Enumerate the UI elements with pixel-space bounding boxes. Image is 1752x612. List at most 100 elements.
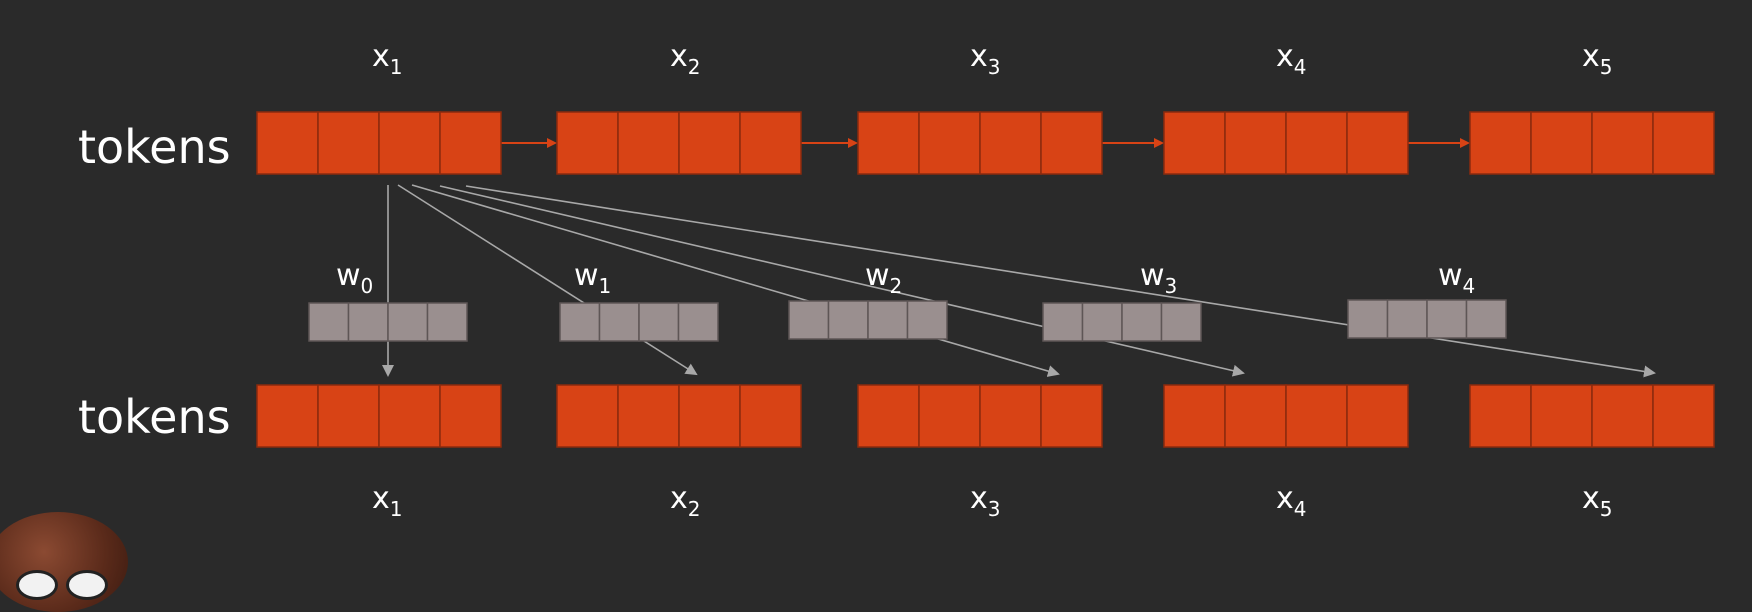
weight-vector-cell bbox=[1160, 302, 1202, 342]
bottom-label-x4: x4 bbox=[1276, 481, 1307, 521]
bottom-label-x4-subscript: 4 bbox=[1294, 497, 1307, 521]
weight-vector-cell bbox=[426, 302, 468, 342]
top-label-x3-subscript: 3 bbox=[988, 55, 1001, 79]
bottom-label-x5-subscript: 5 bbox=[1600, 497, 1613, 521]
bottom-label-x5-base: x bbox=[1582, 481, 1600, 516]
top-row-label: tokens bbox=[78, 120, 231, 174]
weight-vector-cell bbox=[1465, 299, 1507, 339]
bottom-token-vector-cell bbox=[1469, 384, 1532, 448]
top-token-vector-cell bbox=[1224, 111, 1287, 175]
bottom-token-vector-cell bbox=[1591, 384, 1654, 448]
weight-label-w3-subscript: 3 bbox=[1165, 274, 1178, 298]
weight-vector-cell bbox=[598, 302, 640, 342]
weight-arrow bbox=[465, 185, 1656, 378]
top-token-vector-cell bbox=[1040, 111, 1103, 175]
weight-arrow bbox=[411, 184, 1060, 377]
bottom-token-vector-cell bbox=[1652, 384, 1715, 448]
bottom-token-vector-cell bbox=[378, 384, 441, 448]
top-label-x4-subscript: 4 bbox=[1294, 55, 1307, 79]
bottom-token-vector-cell bbox=[556, 384, 619, 448]
top-label-x3-base: x bbox=[970, 39, 988, 74]
top-token-vector-cell bbox=[1163, 111, 1226, 175]
weight-arrow bbox=[439, 185, 1245, 377]
top-label-x2-subscript: 2 bbox=[688, 55, 701, 79]
bottom-token-vector-cell bbox=[1346, 384, 1409, 448]
weight-vector-cell bbox=[347, 302, 389, 342]
top-label-x1-base: x bbox=[372, 39, 390, 74]
weight-vector-cell bbox=[1121, 302, 1163, 342]
weight-arrow bbox=[397, 184, 698, 376]
bottom-label-x3: x3 bbox=[970, 481, 1001, 521]
top-token-vector-cell bbox=[1346, 111, 1409, 175]
top-token-vector-cell bbox=[256, 111, 319, 175]
bottom-label-x5: x5 bbox=[1582, 481, 1613, 521]
top-token-vector-cell bbox=[918, 111, 981, 175]
top-token-vector-cell bbox=[1652, 111, 1715, 175]
weight-label-w4-subscript: 4 bbox=[1463, 274, 1476, 298]
weight-label-w0: w0 bbox=[336, 258, 373, 298]
bottom-label-x1: x1 bbox=[372, 481, 403, 521]
weight-vector-cell bbox=[906, 300, 948, 340]
weight-label-w3: w3 bbox=[1140, 258, 1177, 298]
bottom-token-vector bbox=[1469, 384, 1715, 448]
weight-vector-cell bbox=[1347, 299, 1389, 339]
bottom-label-x1-subscript: 1 bbox=[390, 497, 403, 521]
top-token-vector-cell bbox=[617, 111, 680, 175]
weight-label-w4-base: w bbox=[1438, 258, 1463, 293]
top-token-vector bbox=[857, 111, 1103, 175]
weight-label-w4: w4 bbox=[1438, 258, 1475, 298]
bottom-token-vector-cell bbox=[1224, 384, 1287, 448]
weight-vector bbox=[1347, 299, 1507, 339]
weight-vector-cell bbox=[788, 300, 830, 340]
bottom-token-vector-cell bbox=[678, 384, 741, 448]
top-label-x5: x5 bbox=[1582, 39, 1613, 79]
weight-vector bbox=[1042, 302, 1202, 342]
top-token-vector-cell bbox=[979, 111, 1042, 175]
bottom-token-vector-cell bbox=[317, 384, 380, 448]
bottom-token-vector-cell bbox=[256, 384, 319, 448]
bottom-label-x4-base: x bbox=[1276, 481, 1294, 516]
top-token-vector-cell bbox=[317, 111, 380, 175]
weight-vector-cell bbox=[638, 302, 680, 342]
top-label-x1-subscript: 1 bbox=[390, 55, 403, 79]
weight-vector-cell bbox=[1081, 302, 1123, 342]
bottom-token-vector-cell bbox=[1530, 384, 1593, 448]
avatar bbox=[0, 512, 128, 612]
top-label-x5-subscript: 5 bbox=[1600, 55, 1613, 79]
bottom-token-vector-cell bbox=[439, 384, 502, 448]
weight-label-w2: w2 bbox=[865, 258, 902, 298]
weight-vector-cell bbox=[677, 302, 719, 342]
weight-label-w1-subscript: 1 bbox=[599, 274, 612, 298]
bottom-token-vector-cell bbox=[857, 384, 920, 448]
bottom-label-x1-base: x bbox=[372, 481, 390, 516]
weight-vector-cell bbox=[1426, 299, 1468, 339]
bottom-token-vector-cell bbox=[1285, 384, 1348, 448]
weight-vector-cell bbox=[867, 300, 909, 340]
weight-vector bbox=[788, 300, 948, 340]
top-token-vector-cell bbox=[1469, 111, 1532, 175]
top-token-vector bbox=[1469, 111, 1715, 175]
weight-label-w1: w1 bbox=[574, 258, 611, 298]
top-token-vector-cell bbox=[439, 111, 502, 175]
weight-label-w0-subscript: 0 bbox=[361, 274, 374, 298]
bottom-label-x3-subscript: 3 bbox=[988, 497, 1001, 521]
weight-label-w0-base: w bbox=[336, 258, 361, 293]
bottom-token-vector bbox=[256, 384, 502, 448]
bottom-token-vector-cell bbox=[1040, 384, 1103, 448]
top-token-vector-cell bbox=[857, 111, 920, 175]
bottom-row-label: tokens bbox=[78, 390, 231, 444]
weight-vector-cell bbox=[827, 300, 869, 340]
top-label-x1: x1 bbox=[372, 39, 403, 79]
top-token-vector-cell bbox=[678, 111, 741, 175]
top-token-vector bbox=[1163, 111, 1409, 175]
weight-vector bbox=[308, 302, 468, 342]
top-token-vector-cell bbox=[378, 111, 441, 175]
bottom-token-vector-cell bbox=[918, 384, 981, 448]
weight-vector-cell bbox=[1042, 302, 1084, 342]
bottom-token-vector bbox=[556, 384, 802, 448]
bottom-token-vector bbox=[857, 384, 1103, 448]
weight-vector-cell bbox=[387, 302, 429, 342]
top-label-x3: x3 bbox=[970, 39, 1001, 79]
